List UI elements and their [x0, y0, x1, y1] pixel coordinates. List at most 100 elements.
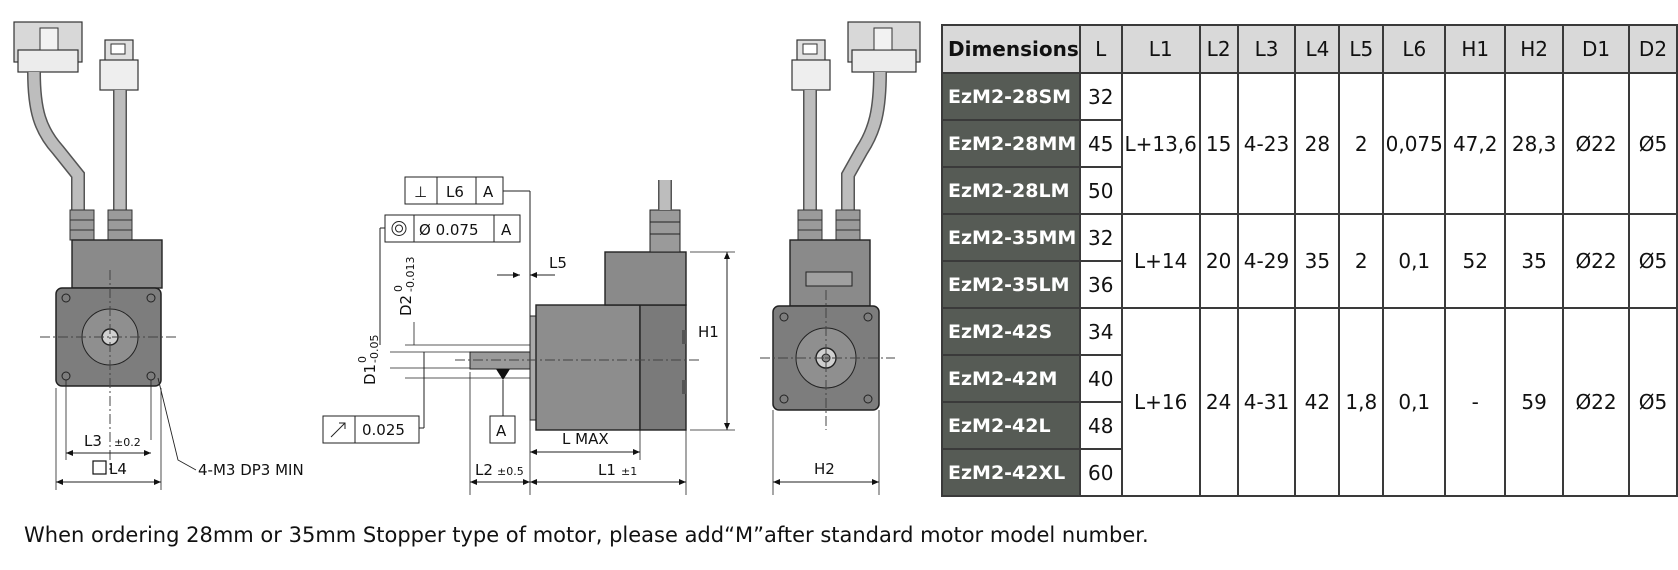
l1-cell: L+14	[1120, 213, 1201, 309]
header-cell: L4	[1294, 24, 1341, 74]
concentricity-icon	[391, 221, 407, 236]
d1-upper-tol: 0	[356, 356, 369, 363]
header-cell: Dimensions	[941, 24, 1081, 74]
table-row: EzM2-42L 48	[941, 401, 1677, 450]
l4-cell: 42	[1294, 307, 1341, 497]
length-cell: 40	[1078, 354, 1123, 403]
model-cell: EzM2-28SM	[941, 72, 1081, 121]
l5-cell: 2	[1338, 213, 1385, 309]
l4-cell: 28	[1294, 72, 1341, 215]
l3-tolerance: ±0.2	[114, 436, 141, 449]
d1-lower-tol: -0.05	[368, 335, 381, 363]
d1-label: D1	[361, 364, 379, 385]
d2-cell: Ø5	[1627, 307, 1678, 497]
length-cell: 34	[1078, 307, 1123, 356]
runout-value-label: 0.025	[362, 421, 405, 439]
front-view: L3 ±0.2 L4 4-M3 DP3 MIN	[13, 21, 304, 490]
d1-cell: Ø22	[1562, 307, 1630, 497]
square-symbol-icon	[92, 460, 107, 475]
h2-label: H2	[814, 460, 835, 478]
length-cell: 60	[1078, 448, 1123, 497]
side-view: ⊥ L6 A Ø 0.075 A L5 D2 0 -0.013 D1 0	[322, 176, 735, 495]
screw-note: 4-M3 DP3 MIN	[198, 461, 304, 479]
connector-small-icon	[791, 39, 831, 91]
l2-cell: 24	[1198, 307, 1239, 497]
d2-upper-tol: 0	[392, 285, 405, 292]
dimension-table: Dimensions L L1 L2 L3 L4 L5 L6 H1 H2 D1 …	[941, 24, 1678, 497]
h1-cell: 47,2	[1444, 72, 1507, 215]
runout-icon	[330, 422, 346, 438]
conc-value-label: Ø 0.075	[419, 221, 479, 239]
l3-cell: 4-29	[1236, 213, 1297, 309]
header-cell: H1	[1444, 24, 1507, 74]
h1-label: H1	[698, 323, 719, 341]
datum-a-label: A	[496, 422, 507, 440]
l2-tolerance: ±0.5	[497, 465, 524, 478]
h2-cell: 35	[1504, 213, 1565, 309]
l3-cell: 4-31	[1236, 307, 1297, 497]
l4-cell: 35	[1294, 213, 1341, 309]
perp-ref-label: L6	[446, 183, 464, 201]
d2-lower-tol: -0.013	[404, 257, 417, 292]
perp-datum-label: A	[483, 183, 494, 201]
model-cell: EzM2-42M	[941, 354, 1081, 403]
l2-cell: 15	[1198, 72, 1239, 215]
rear-view: H2	[760, 21, 921, 495]
l4-label: L4	[109, 460, 127, 478]
header-cell: L6	[1382, 24, 1447, 74]
table-row: EzM2-42XL 60	[941, 448, 1677, 497]
l2-label: L2	[475, 461, 493, 479]
lmax-label: L MAX	[562, 430, 609, 448]
model-cell: EzM2-42XL	[941, 448, 1081, 497]
l6-cell: 0,1	[1382, 307, 1447, 497]
l5-cell: 2	[1338, 72, 1385, 215]
table-row: EzM2-35MM 32 L+14 20 4-29 35 2 0,1 52 35…	[941, 213, 1678, 309]
table-row: EzM2-35LM 36	[941, 260, 1677, 309]
length-cell: 45	[1078, 119, 1123, 168]
l3-cell: 4-23	[1236, 72, 1297, 215]
l6-cell: 0,1	[1382, 213, 1447, 309]
l1-label: L1	[598, 461, 616, 479]
header-cell: D1	[1562, 24, 1630, 74]
connector-large-icon	[13, 21, 83, 73]
d2-cell: Ø5	[1627, 213, 1678, 309]
model-cell: EzM2-28LM	[941, 166, 1081, 215]
model-cell: EzM2-35LM	[941, 260, 1081, 309]
header-cell: L2	[1198, 24, 1239, 74]
model-cell: EzM2-28MM	[941, 119, 1081, 168]
header-cell: D2	[1627, 24, 1678, 74]
motor-dimension-drawing: L3 ±0.2 L4 4-M3 DP3 MIN ⊥ L6 A Ø 0.075 A	[13, 21, 921, 495]
length-cell: 48	[1078, 401, 1123, 450]
header-cell: L	[1078, 24, 1123, 74]
h1-cell: 52	[1444, 213, 1507, 309]
l5-label: L5	[549, 254, 567, 272]
table-row: EzM2-42S 34 L+16 24 4-31 42 1,8 0,1 - 59…	[941, 307, 1678, 497]
l6-cell: 0,075	[1382, 72, 1447, 215]
l1-cell: L+16	[1120, 307, 1201, 497]
header-cell: H2	[1504, 24, 1565, 74]
conc-datum-label: A	[501, 221, 512, 239]
ordering-footnote: When ordering 28mm or 35mm Stopper type …	[24, 523, 1149, 547]
l1-cell: L+13,6	[1120, 72, 1201, 215]
l2-cell: 20	[1198, 213, 1239, 309]
d2-cell: Ø5	[1627, 72, 1678, 215]
table-row: EzM2-28LM 50	[941, 166, 1677, 215]
length-cell: 50	[1078, 166, 1123, 215]
d1-cell: Ø22	[1562, 72, 1630, 215]
length-cell: 32	[1078, 72, 1123, 121]
length-cell: 32	[1078, 213, 1123, 262]
l1-tolerance: ±1	[621, 465, 637, 478]
model-cell: EzM2-42S	[941, 307, 1081, 356]
d2-label: D2	[397, 295, 415, 316]
h2-cell: 28,3	[1504, 72, 1565, 215]
header-cell: L5	[1338, 24, 1385, 74]
table-row: EzM2-42M 40	[941, 354, 1677, 403]
connector-large-icon	[847, 21, 921, 73]
header-cell: L3	[1236, 24, 1297, 74]
h1-cell: -	[1444, 307, 1507, 497]
l3-label: L3	[84, 432, 102, 450]
table-header-row: Dimensions L L1 L2 L3 L4 L5 L6 H1 H2 D1 …	[941, 24, 1678, 74]
model-cell: EzM2-35MM	[941, 213, 1081, 262]
table-row: EzM2-28SM 32 L+13,6 15 4-23 28 2 0,075 4…	[941, 72, 1678, 215]
length-cell: 36	[1078, 260, 1123, 309]
